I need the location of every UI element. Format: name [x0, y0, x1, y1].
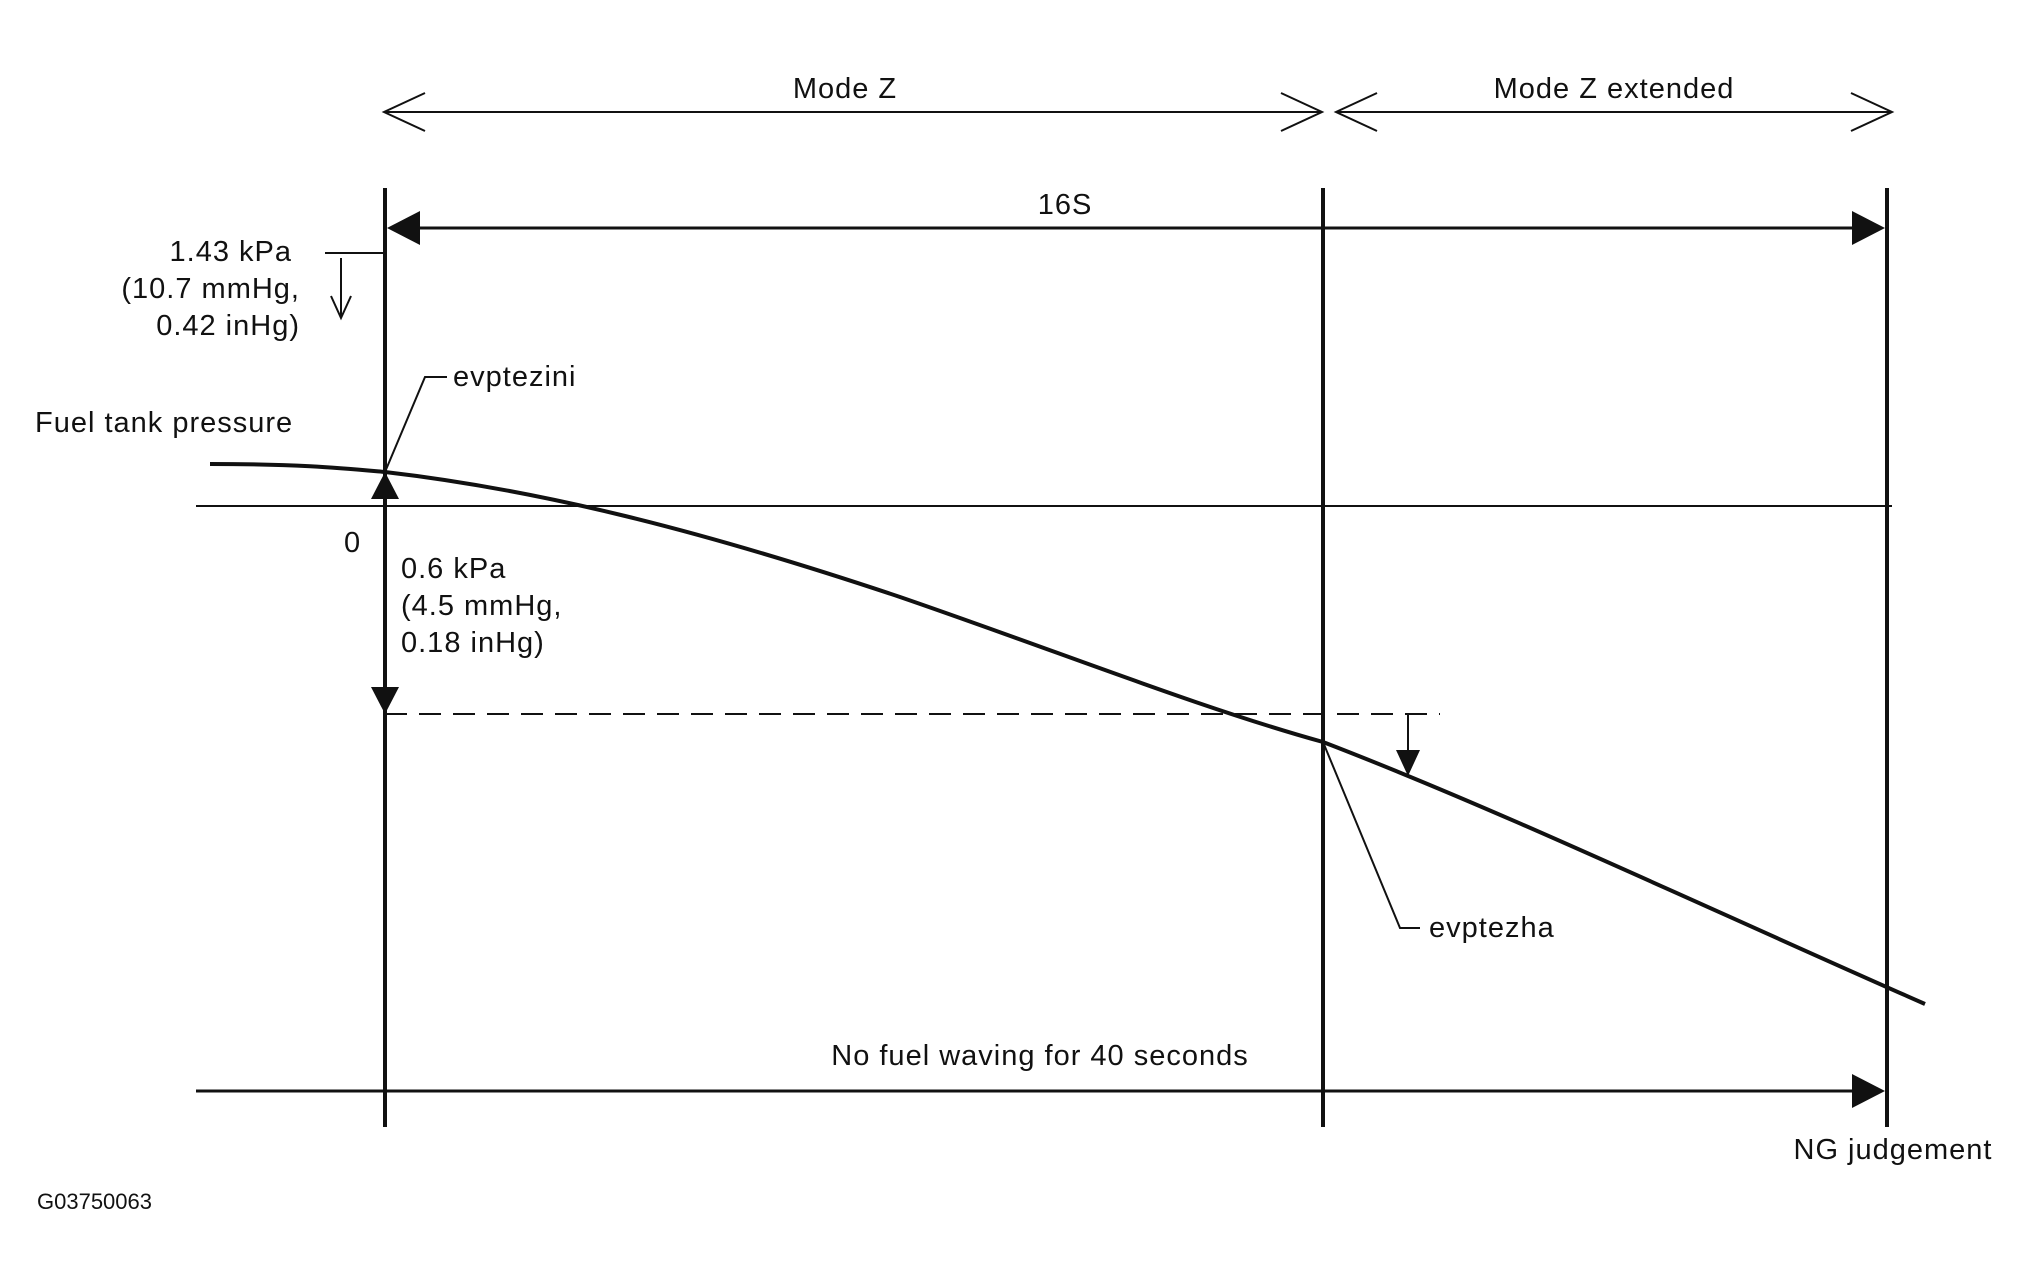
evptezini-label: evptezini	[453, 361, 576, 393]
initial-pressure-kpa: 1.43 kPa	[170, 236, 292, 268]
evptezha-leader	[1322, 741, 1420, 929]
mode-z-extended-span-arrow	[1333, 92, 1895, 132]
initial-pressure-inhg: 0.42 inHg)	[156, 310, 300, 342]
figure-id: G03750063	[37, 1189, 152, 1214]
mode-z-extended-label: Mode Z extended	[1494, 73, 1735, 105]
zero-label: 0	[344, 527, 361, 559]
mode-z-label: Mode Z	[793, 73, 897, 105]
initial-pressure-mmhg: (10.7 mmHg,	[121, 273, 300, 305]
delta-pressure-kpa: 0.6 kPa	[401, 553, 506, 585]
duration-arrow	[387, 211, 1885, 245]
duration-label: 16S	[1038, 189, 1093, 221]
delta-pressure-inhg: 0.18 inHg)	[401, 627, 545, 659]
no-fuel-waving-label: No fuel waving for 40 seconds	[831, 1040, 1249, 1072]
ng-judgement-label: NG judgement	[1794, 1134, 1993, 1166]
initial-pressure-annotation: 1.43 kPa (10.7 mmHg, 0.42 inHg)	[121, 236, 384, 342]
fuel-tank-pressure-curve	[209, 462, 1926, 1006]
threshold-drop-arrow	[1396, 714, 1420, 776]
mode-z-span-arrow	[381, 92, 1325, 132]
fuel-tank-pressure-label: Fuel tank pressure	[35, 407, 293, 439]
evptezha-label: evptezha	[1429, 912, 1555, 944]
no-fuel-waving-arrow	[196, 1074, 1885, 1108]
pressure-threshold-arrow	[371, 472, 399, 714]
delta-pressure-mmhg: (4.5 mmHg,	[401, 590, 562, 622]
evptezini-leader	[384, 376, 447, 473]
